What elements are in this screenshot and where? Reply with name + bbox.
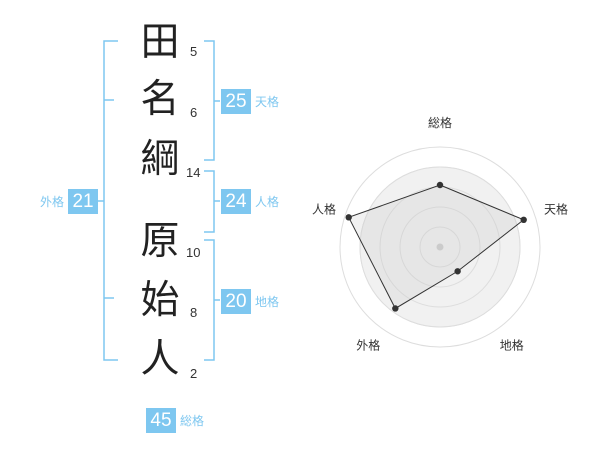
radar-point-2 bbox=[520, 216, 527, 224]
radar-axis-label-2: 天格 bbox=[544, 201, 568, 216]
name-char-2: 名 bbox=[140, 77, 180, 122]
radar-point-4 bbox=[392, 305, 399, 312]
name-char-5: 始 bbox=[140, 278, 180, 323]
radar-inner-ring-1 bbox=[419, 226, 461, 268]
chikaku-value: 20 bbox=[221, 289, 251, 314]
tenkaku-label: 天格 bbox=[255, 95, 280, 109]
jinkaku-label: 人格 bbox=[255, 195, 280, 209]
chikaku-label: 地格 bbox=[255, 295, 280, 309]
name-char-6: 人 bbox=[140, 337, 180, 382]
gaikaku-bracket bbox=[103, 40, 118, 361]
tenkaku-bracket bbox=[204, 40, 215, 161]
gaikaku-badge: 外格 21 bbox=[40, 189, 99, 214]
radar-axis-label-3: 地格 bbox=[500, 338, 524, 353]
stroke-count-3: 14 bbox=[186, 165, 201, 180]
gaikaku-value: 21 bbox=[68, 189, 99, 214]
name-char-3: 綱 bbox=[140, 137, 180, 182]
stroke-count-6: 2 bbox=[190, 366, 198, 381]
stroke-count-2: 6 bbox=[190, 105, 198, 120]
jinkaku-badge: 24 人格 bbox=[221, 189, 279, 214]
jinkaku-bracket bbox=[204, 170, 215, 233]
radar-point-1 bbox=[436, 181, 444, 189]
radar-point-3 bbox=[454, 268, 461, 275]
stroke-count-4: 10 bbox=[186, 245, 201, 260]
soukaku-badge: 45 総格 bbox=[146, 408, 204, 433]
stroke-count-1: 5 bbox=[190, 44, 198, 59]
radar-data-polygon bbox=[347, 184, 525, 310]
radar-ring-5 bbox=[339, 146, 541, 348]
gaikaku-label: 外格 bbox=[40, 195, 65, 209]
tenkaku-value: 25 bbox=[221, 89, 251, 114]
stroke-count-5: 8 bbox=[190, 305, 198, 320]
radar-center-dot bbox=[436, 243, 444, 251]
radar-axis-label-1: 総格 bbox=[428, 115, 452, 130]
tenkaku-badge: 25 天格 bbox=[221, 89, 279, 114]
soukaku-label: 総格 bbox=[180, 414, 205, 428]
chikaku-badge: 20 地格 bbox=[221, 289, 279, 314]
radar-inner-ring-2 bbox=[399, 206, 481, 288]
chikaku-bracket bbox=[204, 239, 215, 361]
jinkaku-value: 24 bbox=[221, 189, 251, 214]
radar-axis-label-5: 人格 bbox=[312, 201, 336, 216]
soukaku-value: 45 bbox=[146, 408, 176, 433]
radar-axis-label-4: 外格 bbox=[356, 338, 380, 353]
name-char-4: 原 bbox=[140, 219, 180, 264]
name-char-1: 田 bbox=[140, 20, 180, 65]
radar-point-5 bbox=[345, 214, 352, 221]
